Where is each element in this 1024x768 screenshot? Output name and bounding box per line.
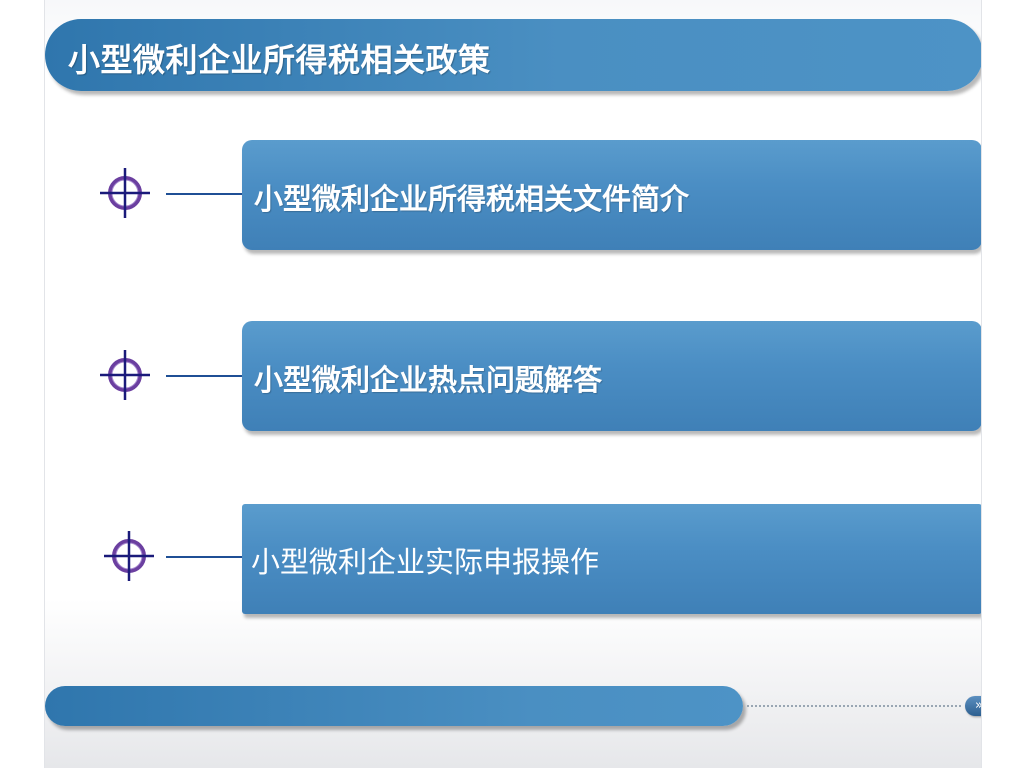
connector-line [166, 375, 242, 377]
footer-bar [45, 686, 743, 726]
crosshair-icon [104, 531, 154, 581]
connector-line [166, 193, 242, 195]
topic-button-faq[interactable]: 小型微利企业热点问题解答 [242, 321, 981, 431]
crosshair-icon [100, 350, 150, 400]
list-item[interactable]: 小型微利企业所得税相关文件简介 [45, 137, 981, 257]
topic-label: 小型微利企业热点问题解答 [254, 363, 603, 397]
list-item[interactable]: 小型微利企业实际申报操作 [45, 500, 981, 620]
connector-line [166, 556, 242, 558]
footer-dotted-line [747, 705, 961, 707]
topic-label: 小型微利企业所得税相关文件简介 [254, 182, 690, 216]
crosshair-icon [100, 168, 150, 218]
topic-button-policy-docs[interactable]: 小型微利企业所得税相关文件简介 [242, 140, 981, 250]
list-item[interactable]: 小型微利企业热点问题解答 [45, 319, 981, 439]
next-button[interactable]: » [965, 696, 981, 716]
topic-label: 小型微利企业实际申报操作 [251, 545, 600, 579]
topic-button-filing[interactable]: 小型微利企业实际申报操作 [242, 504, 981, 614]
slide: 小型微利企业所得税相关政策 小型微利企业所得税相关文件简介 小型微利企业热点问题… [44, 0, 982, 768]
title-bar: 小型微利企业所得税相关政策 [45, 19, 981, 91]
double-chevron-right-icon: » [975, 698, 981, 713]
page-title: 小型微利企业所得税相关政策 [68, 41, 491, 79]
